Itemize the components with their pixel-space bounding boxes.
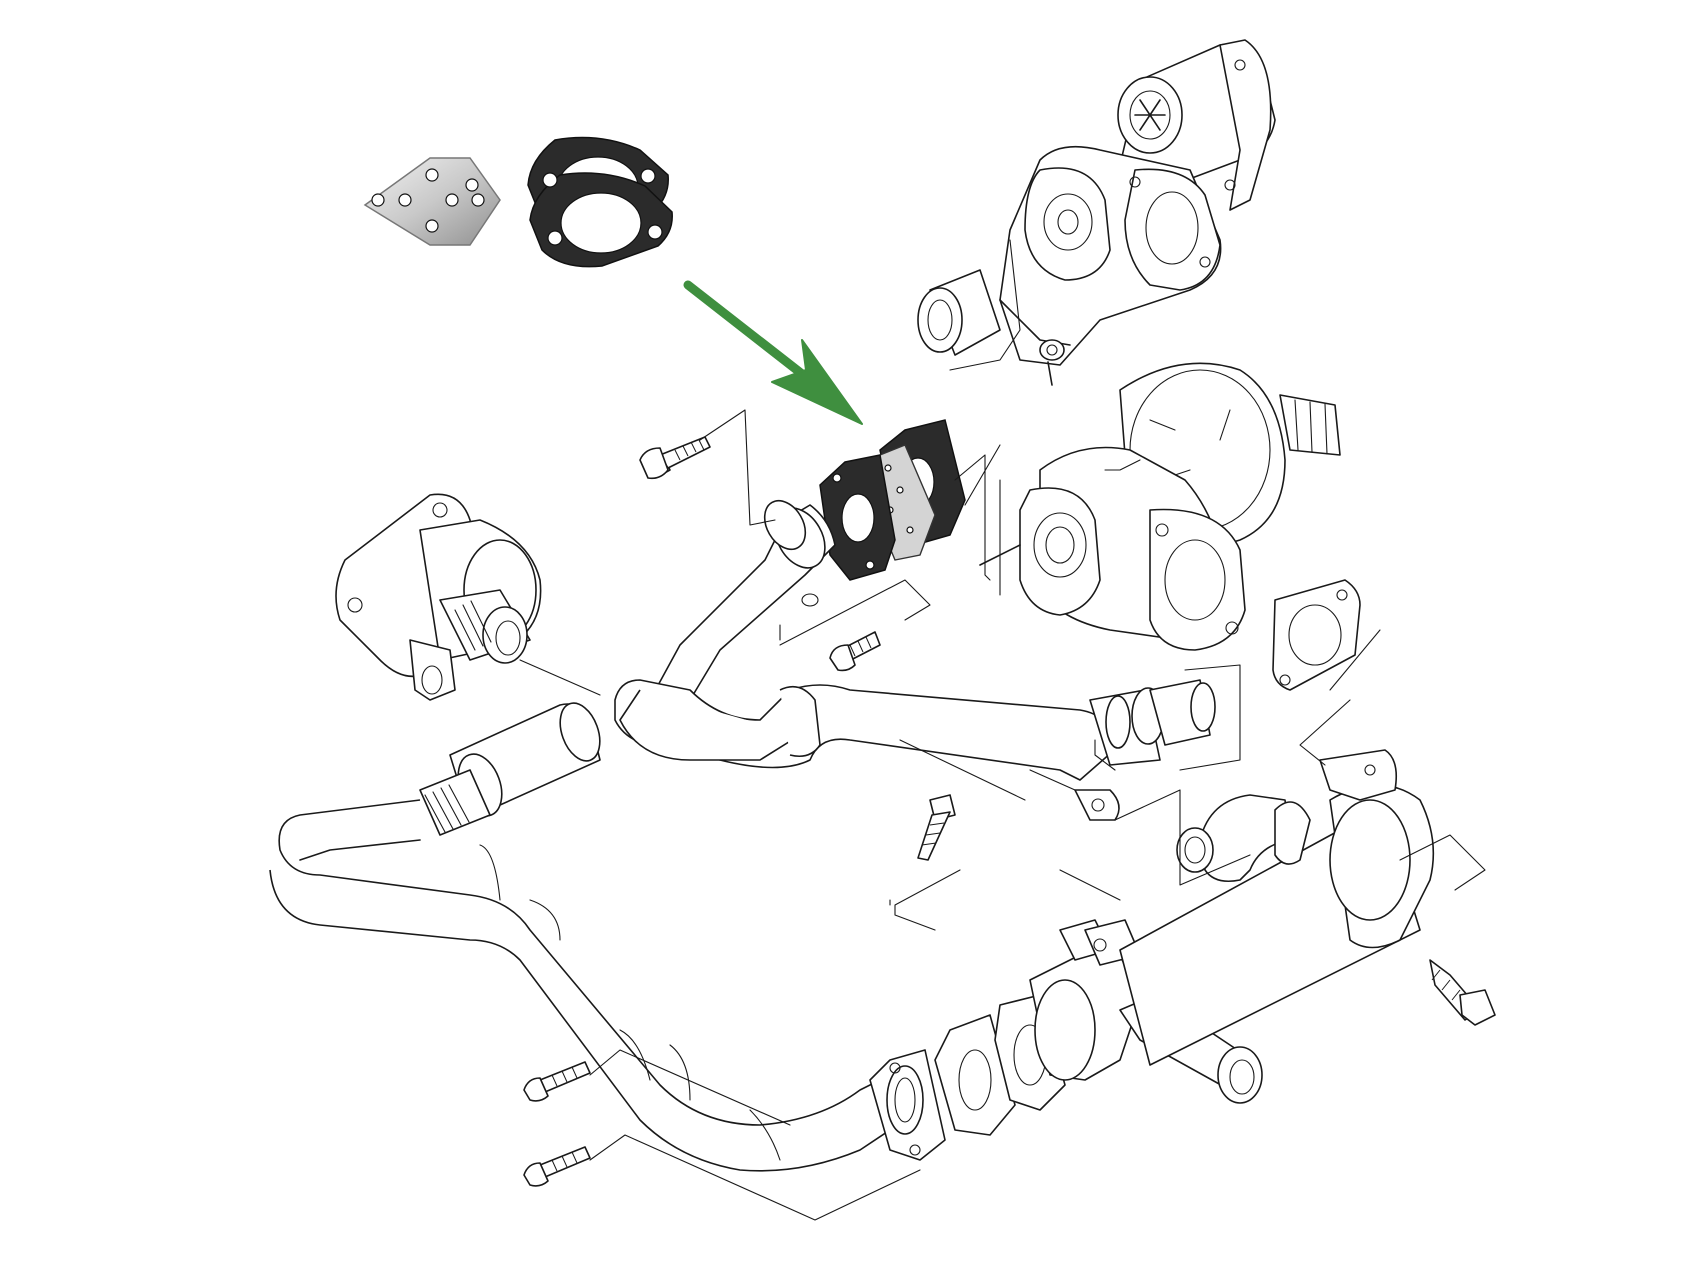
coolant-pipe-assembly	[269, 499, 1435, 1172]
bolt-lower-left-1	[523, 1061, 591, 1102]
bolt-lower-right	[1429, 959, 1496, 1026]
egr-gasket-pair-icon	[527, 136, 673, 268]
bolt-middle-left	[829, 631, 881, 672]
bolt-lower-left-2	[523, 1146, 591, 1187]
leader-lines	[589, 409, 1486, 1221]
green-arrow-icon	[683, 280, 863, 425]
gasket-right	[1272, 579, 1361, 691]
egr-valve-vacuum	[979, 362, 1341, 651]
bolt-upper-left	[639, 436, 711, 480]
center-gasket-assembly	[819, 419, 1001, 581]
egr-valve-actuator	[917, 39, 1276, 386]
egr-blanking-plate-icon	[363, 157, 501, 246]
bolt-center	[917, 794, 956, 861]
thermostat-housing	[335, 493, 601, 701]
